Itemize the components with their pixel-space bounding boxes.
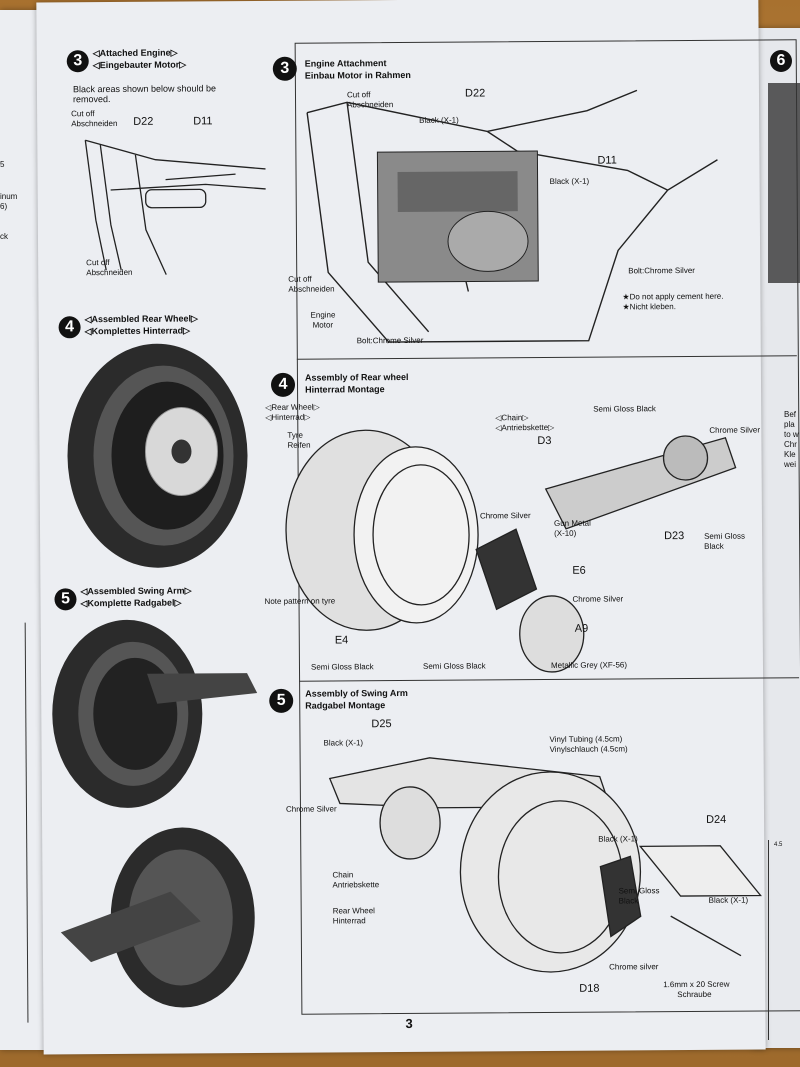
- step-3-title-en: Engine Attachment: [304, 58, 387, 69]
- step-5-label-screw-de: Schraube: [677, 989, 712, 1000]
- right-ruler: [768, 840, 769, 1040]
- step-5-photo-title-de: ◁Komplette Radgabel▷: [80, 597, 182, 609]
- step-4-label-semi-gloss-3: Semi Gloss Black: [310, 662, 374, 672]
- step-4-label-metallic-grey: Metallic Grey (XF-56): [550, 660, 628, 670]
- step-3-note-line-2: removed.: [72, 94, 111, 105]
- step-4-label-gun-metal: Gun Metal: [553, 518, 591, 528]
- rear-wheel-drawing: [285, 429, 737, 673]
- instruction-page: 3 ◁Attached Engine▷ ◁Eingebauter Motor▷ …: [24, 0, 800, 1055]
- step-4-title-en: Assembly of Rear wheel: [304, 371, 409, 383]
- step-5-photo-title-en: ◁Assembled Swing Arm▷: [80, 585, 192, 597]
- step-5-label-semi-gloss: Semi Gloss: [618, 886, 660, 896]
- step-4-photo-number: 4: [58, 316, 81, 339]
- step-5-label-d25: D25: [371, 718, 392, 731]
- step-5-title-en: Assembly of Swing Arm: [305, 687, 408, 699]
- step-4-label-e6: E6: [572, 564, 586, 577]
- step-3-label-bolt-2: Bolt:Chrome Silver: [356, 335, 424, 346]
- step-5-label-screw: 1.6mm x 20 Screw: [663, 979, 730, 990]
- step-3-cutoff-bottom: Cut off: [86, 258, 110, 268]
- step-3-frame-sketch: [84, 139, 266, 275]
- step-4-label-rear-wheel: ◁Rear Wheel▷: [265, 402, 320, 412]
- swing-arm-drawing: [328, 757, 762, 973]
- step-3-label-cutoff-2-de: Abschneiden: [288, 284, 335, 294]
- page-number: 3: [405, 1015, 413, 1031]
- step-5-label-chain-de: Antriebskette: [332, 880, 380, 890]
- step-4-label-semi-gloss-2b: Black: [704, 541, 724, 551]
- step-3-title-de: Einbau Motor in Rahmen: [304, 69, 411, 81]
- left-fragment-text-3: 6): [0, 202, 8, 211]
- step-3-part-d11: D11: [193, 115, 213, 128]
- step-3-label-no-cement: ★Do not apply cement here.: [622, 291, 724, 302]
- step-4-label-chrome-silver-3: Chrome Silver: [572, 594, 624, 604]
- step-4-label-d23: D23: [664, 530, 685, 543]
- right-fragment-text-3: to w: [784, 430, 799, 439]
- step-4-label-chrome-silver-2: Chrome Silver: [479, 511, 531, 521]
- step-3-label-engine: Engine: [310, 310, 336, 320]
- step-3-part-d22: D22: [133, 115, 154, 128]
- step-3-note-line-1: Black areas shown below should be: [72, 83, 217, 95]
- rear-wheel-photo: [67, 343, 248, 568]
- right-fragment-text-1: Bef: [784, 410, 797, 419]
- right-fragment-text-5: Kle: [784, 450, 796, 459]
- swing-arm-photo-2: [60, 827, 255, 1008]
- step-4-label-a9: A9: [574, 622, 589, 635]
- step-4-photo-title-en: ◁Assembled Rear Wheel▷: [84, 313, 198, 325]
- step-3-photo-title-de: ◁Eingebauter Motor▷: [92, 59, 187, 71]
- step-4-label-e4: E4: [334, 634, 349, 647]
- step-5-label-chrome-silver-lower: Chrome silver: [609, 962, 659, 972]
- right-fragment-text-6: wei: [784, 460, 797, 469]
- step-3-label-no-cement-de: ★Nicht kleben.: [622, 302, 676, 312]
- step-4-label-semi-gloss-2: Semi Gloss: [704, 531, 746, 541]
- step-4-title-de: Hinterrad Montage: [305, 384, 385, 395]
- step-3-photo-title-en: ◁Attached Engine▷: [92, 47, 178, 59]
- step-4-photo-title-de: ◁Komplettes Hinterrad▷: [84, 325, 191, 337]
- step-3-label-engine-de: Motor: [312, 320, 334, 330]
- step-4-number: 4: [270, 372, 296, 397]
- step-5-label-rear-wheel: Rear Wheel: [332, 906, 375, 916]
- engine-frame-drawing: [306, 89, 718, 343]
- step-3-label-cutoff-2: Cut off: [288, 274, 312, 284]
- right-fragment-text-2: pla: [784, 420, 795, 429]
- step-5-label-d18: D18: [579, 982, 600, 995]
- step-5-label-vinyl: Vinyl Tubing (4.5cm): [549, 734, 623, 744]
- step-3-photo-number: 3: [66, 50, 89, 73]
- step-4-label-gun-metal-code: (X-10): [554, 528, 577, 538]
- right-step-number: 6: [770, 50, 792, 72]
- right-page-fragment: 6 Bef pla to w Chr Kle wei 4.5: [752, 28, 800, 1048]
- step-3-label-bolt-1: Bolt:Chrome Silver: [628, 265, 695, 276]
- step-3-cutoff-top-de: Abschneiden: [71, 118, 118, 129]
- right-photo-fragment: [768, 83, 800, 283]
- step-4-label-semi-gloss-4: Semi Gloss Black: [422, 661, 486, 671]
- step-5-title-de: Radgabel Montage: [305, 700, 386, 711]
- right-fragment-text-4: Chr: [784, 440, 797, 449]
- step-5-label-black-1: Black (X-1): [323, 738, 364, 748]
- step-5-label-semi-gloss-b: Black: [618, 896, 639, 906]
- step-5-label-black-2: Black (X-1): [598, 834, 638, 844]
- left-fragment-text-4: ck: [0, 232, 8, 241]
- step-3-number: 3: [272, 56, 297, 81]
- step-5-photo-number: 5: [54, 588, 77, 611]
- step-4-label-semi-gloss-1: Semi Gloss Black: [593, 404, 656, 414]
- step-5-label-black-3: Black (X-1): [708, 895, 749, 905]
- left-fragment-text-2: inum: [0, 192, 18, 201]
- step-3-cutoff-bottom-de: Abschneiden: [86, 267, 133, 278]
- step-3-cutoff-top: Cut off: [71, 109, 95, 119]
- step-5-label-chain: Chain: [332, 870, 354, 880]
- left-fragment-text-1: 5: [0, 160, 5, 169]
- swing-arm-photo-1: [52, 619, 258, 808]
- step-5-label-rear-wheel-de: Hinterrad: [332, 916, 366, 926]
- step-4-label-note-pattern: Note pattern on tyre: [264, 596, 336, 606]
- right-ruler-label: 4.5: [774, 842, 783, 848]
- step-5-number: 5: [269, 688, 294, 713]
